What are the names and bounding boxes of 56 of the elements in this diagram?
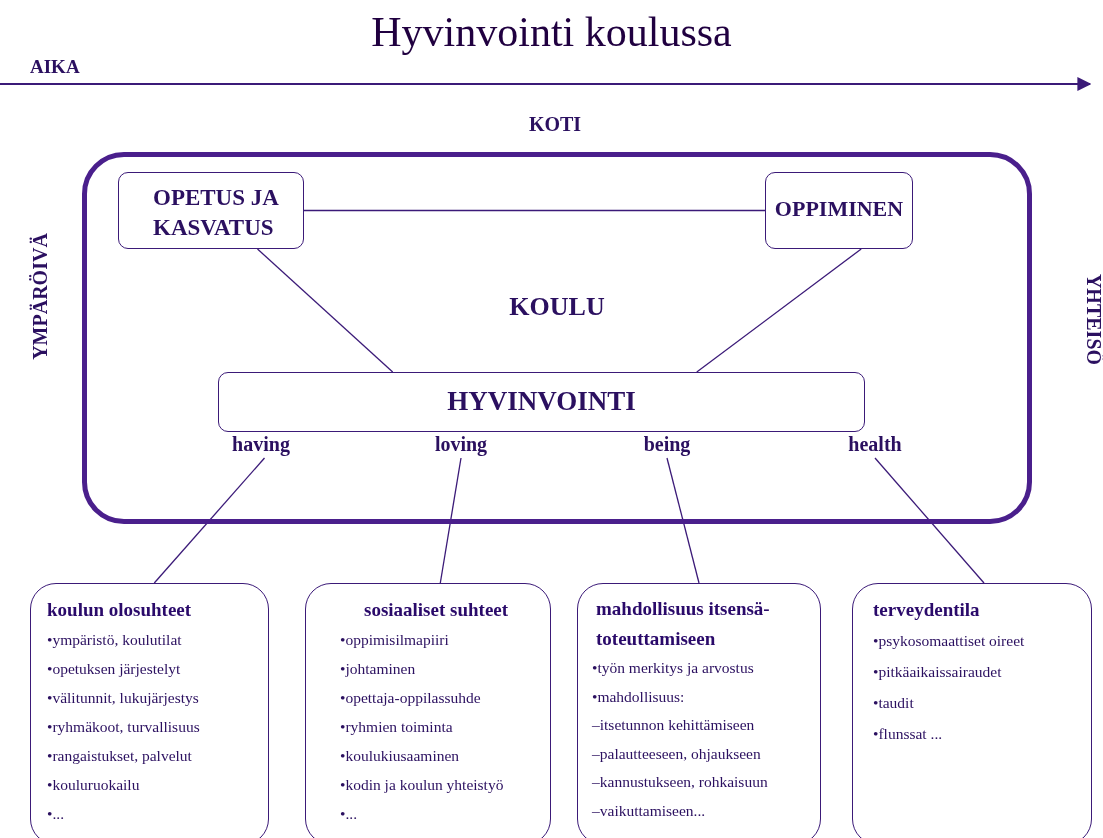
list-item: –vaikuttamiseen... — [592, 800, 707, 821]
list-item: –itsetunnon kehittämiseen — [592, 715, 756, 735]
connector-line — [696, 248, 862, 373]
list-item: •pitkäaikaissairaudet — [873, 662, 1003, 682]
card-heading: terveydentila — [873, 598, 981, 622]
box-title: OPPIMINEN — [773, 196, 905, 222]
card-heading: koulun olosuhteet — [47, 598, 193, 622]
list-item: •välitunnit, lukujärjestys — [47, 688, 200, 708]
context-label: YHTEISÖ — [1081, 272, 1103, 368]
dimension-label: health — [840, 430, 910, 458]
axis-label: AIKA — [30, 56, 80, 78]
dimension-label: being — [632, 430, 702, 458]
topic-card — [852, 583, 1092, 838]
topic-card — [30, 583, 269, 838]
concept-box — [218, 372, 865, 432]
list-item: •opetuksen järjestelyt — [47, 659, 182, 679]
connector-line — [153, 457, 266, 584]
list-item: •oppimisilmapiiri — [340, 630, 450, 650]
box-title: OPETUS JA KASVATUS — [153, 184, 280, 242]
list-item: •ympäristö, koulutilat — [47, 630, 183, 650]
context-label: YMPÄRÖIVÄ — [28, 232, 52, 362]
list-item: •koulukiusaaminen — [340, 746, 461, 766]
school-frame — [82, 152, 1032, 524]
frame-title: KOULU — [508, 292, 606, 322]
topic-card — [577, 583, 821, 838]
connector-line — [256, 248, 394, 373]
dimension-label: having — [226, 430, 296, 458]
list-item: •taudit — [873, 693, 915, 713]
list-item: •kodin ja koulun yhteistyö — [340, 775, 505, 795]
list-item: •opettaja-oppilassuhde — [340, 688, 482, 708]
list-item: •psykosomaattiset oireet — [873, 631, 1026, 651]
card-heading: mahdollisuus itsensä-toteuttamiseen — [596, 597, 771, 651]
list-item: •johtaminen — [340, 659, 417, 679]
list-item: •... — [340, 804, 359, 824]
connector-line — [666, 457, 700, 584]
concept-box — [118, 172, 304, 249]
list-item: •flunssat ... — [873, 724, 944, 744]
connector-line — [303, 209, 766, 212]
list-item: •kouluruokailu — [47, 775, 141, 795]
list-item: •ryhmäkoot, turvallisuus — [47, 717, 201, 737]
list-item: –kannustukseen, rohkaisuun — [592, 772, 769, 792]
list-item: –palautteeseen, ohjaukseen — [592, 743, 762, 764]
connector-line — [439, 457, 462, 584]
list-item: •ryhmien toiminta — [340, 717, 454, 737]
connector-line — [874, 457, 985, 584]
card-heading: sosiaaliset suhteet — [363, 598, 510, 622]
context-label: KOTI — [527, 113, 583, 136]
box-title: HYVINVOINTI — [446, 386, 637, 417]
concept-box — [765, 172, 913, 249]
topic-card — [305, 583, 551, 838]
dimension-label: loving — [426, 430, 496, 458]
list-item: •työn merkitys ja arvostus — [592, 658, 755, 678]
list-item: •... — [47, 804, 66, 824]
list-item: •rangaistukset, palvelut — [47, 746, 193, 766]
list-item: •mahdollisuus: — [592, 686, 686, 707]
diagram-title: Hyvinvointi koulussa — [370, 8, 733, 56]
